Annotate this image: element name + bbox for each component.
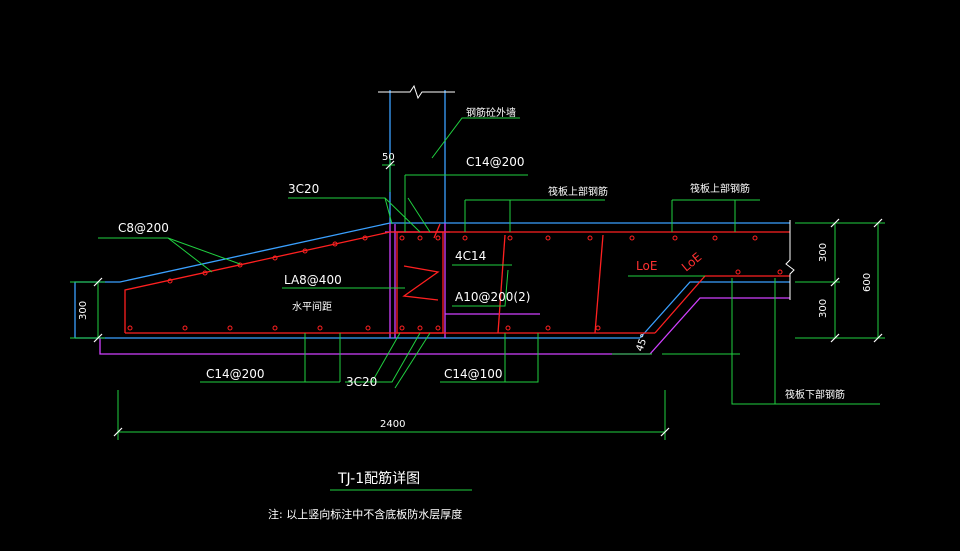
leader-lines [70,117,885,491]
wall-stirrup [396,231,444,334]
angle-45-label: 45° [634,333,650,353]
bottom-3c20-label: 3C20 [346,375,377,389]
bottom-3c20-leader [345,332,421,383]
wall-break-line [378,84,455,100]
dim-2400-label: 2400 [380,419,405,430]
concrete-outline [74,90,790,339]
raft-top-rebar-label-1: 筏板上部钢筋 [548,185,608,198]
top-3c20-label: 3C20 [288,182,319,196]
slope-rebar-label: C8@200 [118,221,169,235]
stirrup-leader [452,269,509,307]
loe-label: LoE [636,259,657,273]
raft-bottom-leader [731,278,880,405]
dim-ticks [93,160,883,437]
raft-top-rebar-label-2: 筏板上部钢筋 [690,182,750,195]
raft-bottom-rebar-label: 筏板下部钢筋 [785,388,845,401]
la8-label: LA8@400 [284,273,342,287]
bottom-rebar-step [654,275,790,334]
slope-rebar-leader [98,237,213,273]
wall-top-hook [433,223,441,239]
right-break-mark [785,220,795,300]
bottom-c14-100-leader [440,333,539,383]
dim-300-bottom-label: 300 [818,299,829,318]
horizontal-spacing-label: 水平间距 [292,300,332,313]
wall-leader [431,117,520,159]
dim-300-top-label: 300 [818,243,829,262]
dim-50-label: 50 [382,152,395,163]
rebar-group [124,223,790,334]
top-slope-rebar [124,231,790,333]
drawing-note: 注: 以上竖向标注中不含底板防水层厚度 [268,507,462,521]
dim-300-left-label: 300 [78,301,89,320]
stirrup-label: A10@200(2) [455,290,530,304]
dim-600-label: 600 [862,273,873,292]
beam-top-edge [74,222,790,338]
rebar-dots [127,235,783,331]
wall-rebar-hook [402,265,440,301]
tie-bar-2 [594,234,604,334]
waterproof-layer [99,223,790,355]
wall-label: 钢筋砼外墙 [466,106,516,119]
bottom-spacing-right-label: C14@100 [444,367,503,381]
top-spacing-label: C14@200 [466,155,525,169]
drawing-title: TJ-1配筋详图 [337,470,420,487]
tie-bar-1 [497,234,506,334]
4c14-label: 4C14 [455,249,486,263]
bottom-spacing-left-label: C14@200 [206,367,265,381]
loe-diagonal-label: LoE [679,250,704,274]
top-3c20-leader [288,197,393,225]
raft-step-edge [639,281,790,339]
